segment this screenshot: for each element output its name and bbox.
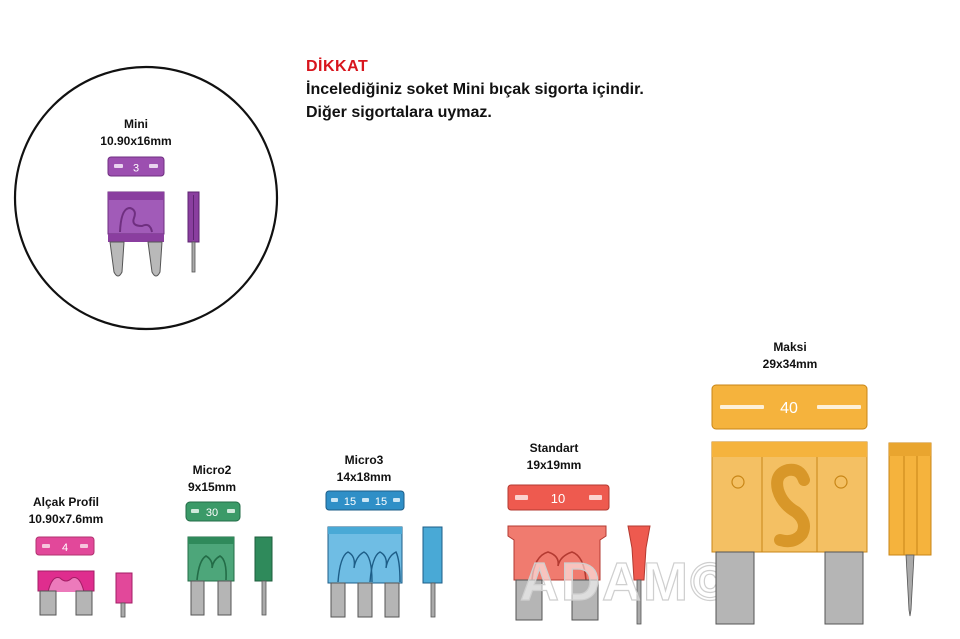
mini-label: Mini 10.90x16mm (100, 117, 172, 148)
notice-title: DİKKAT (306, 58, 369, 75)
standart-fuse: 10 (507, 484, 651, 625)
mini-rating-top: 3 (133, 163, 139, 175)
svg-text:15: 15 (375, 496, 387, 508)
micro2-label: Micro2 9x15mm (187, 463, 237, 494)
watermark: ADAM© (520, 552, 732, 612)
svg-text:15: 15 (344, 496, 356, 508)
notice-line-1: İncelediğiniz soket Mini bıçak sigorta i… (306, 81, 644, 98)
svg-text:4: 4 (62, 542, 68, 554)
svg-text:40: 40 (780, 400, 798, 417)
micro2-fuse: 30 (185, 501, 273, 616)
svg-text:30: 30 (206, 507, 218, 519)
micro3-fuse: 15 15 (325, 490, 443, 618)
highlight-circle (13, 65, 279, 331)
alcak-profil-label: Alçak Profil 10.90x7.6mm (28, 495, 104, 526)
micro3-label: Micro3 14x18mm (336, 453, 392, 484)
alcak-profil-fuse: 4 (35, 536, 133, 618)
maksi-fuse: 40 (711, 384, 932, 625)
maksi-label: Maksi 29x34mm (762, 340, 818, 371)
standart-label: Standart 19x19mm (526, 441, 582, 472)
notice-line-2: Diğer sigortalara uymaz. (306, 104, 492, 121)
mini-fuse: 3 (107, 156, 200, 277)
svg-text:10: 10 (551, 491, 565, 506)
